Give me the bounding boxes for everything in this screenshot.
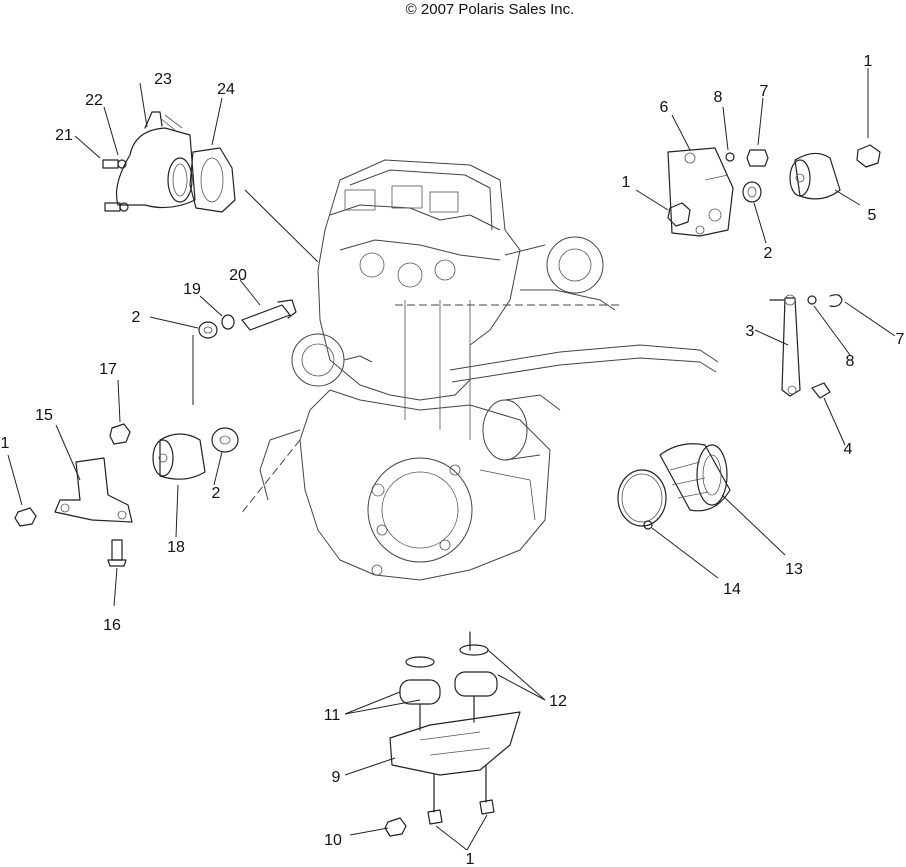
callout-3: 3 [746,323,755,340]
callout-23: 23 [154,71,172,88]
callout-7-lower: 7 [896,331,905,348]
mount-stud-dashed-line [239,439,301,516]
callout-1-top-right: 1 [864,53,873,70]
callout-9: 9 [332,769,341,786]
callout-8-lower: 8 [846,353,855,370]
left-bracket-group [14,423,133,567]
callout-13: 13 [785,561,803,578]
callout-1-right: 1 [622,174,631,191]
callout-19: 19 [183,281,201,298]
right-upper-mount-group [667,144,881,237]
callout-17: 17 [99,361,117,378]
callout-2-left-bottom: 2 [212,485,221,502]
callout-12: 12 [549,693,567,710]
callout-20: 20 [229,267,247,284]
callout-7-upper: 7 [760,83,769,100]
callout-14: 14 [723,581,741,598]
callout-21: 21 [55,127,73,144]
bottom-mount-group [384,631,521,837]
callout-15: 15 [35,407,53,424]
callout-24: 24 [217,81,235,98]
callout-5: 5 [868,207,877,224]
callout-1-bottom: 1 [466,851,475,867]
thermostat-housing-group [102,111,236,213]
callout-11: 11 [324,707,341,724]
callout-2-left-top: 2 [132,309,141,326]
callout-18: 18 [167,539,185,556]
callout-6: 6 [660,99,669,116]
callout-8-upper: 8 [714,89,723,106]
intake-boot-group [617,443,731,530]
callout-1-left: 1 [1,435,10,452]
engine-assembly [259,159,719,581]
callout-16: 16 [103,617,121,634]
left-mount-group [152,427,239,480]
callout-labels: 1 1 1 1 2 2 2 3 4 5 6 7 7 8 8 9 10 11 12… [1,53,905,867]
callout-22: 22 [85,92,103,109]
callout-4: 4 [844,441,853,458]
callout-2-right: 2 [764,245,773,262]
callout-10: 10 [324,832,342,849]
copyright-text: © 2007 Polaris Sales Inc. [406,1,575,18]
torque-link-group [769,294,843,399]
left-upper-hardware-group [198,299,297,339]
